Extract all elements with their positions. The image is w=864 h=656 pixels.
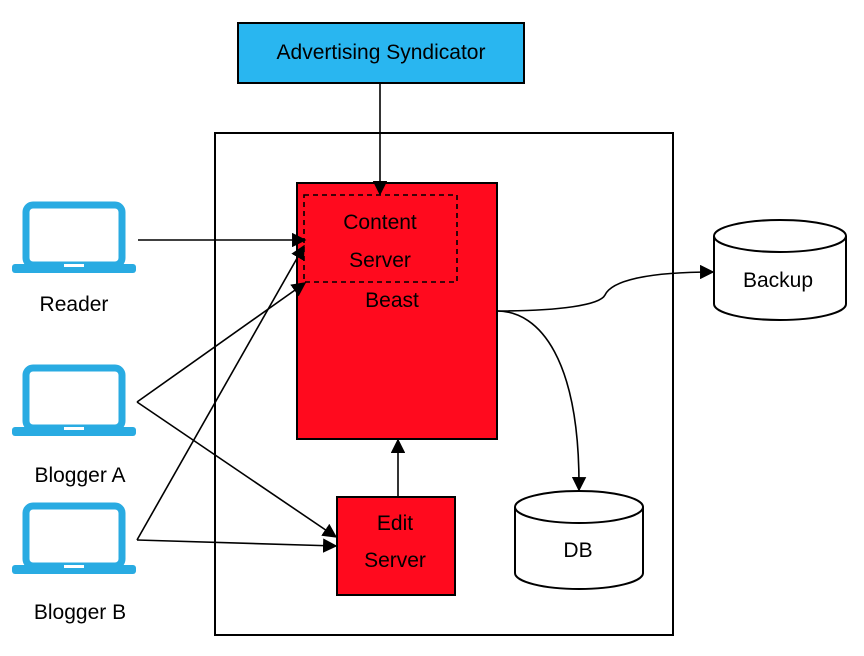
backup-label: Backup	[743, 269, 813, 292]
advertising-syndicator-box: Advertising Syndicator	[237, 22, 525, 84]
laptop-icon	[12, 506, 136, 574]
arrow-beast-to-backup	[496, 264, 715, 312]
db-label: DB	[563, 539, 592, 562]
arrow-blogger-a-to-content-server	[136, 282, 307, 403]
backup-database-icon: Backup	[713, 219, 847, 321]
content-server-label-line1: Content	[343, 211, 417, 234]
edit-server-label-line2: Server	[364, 549, 426, 572]
edit-server-label-line1: Edit	[377, 512, 413, 535]
arrow-blogger-a-to-edit-server	[136, 401, 338, 538]
blogger-b-label: Blogger B	[34, 601, 126, 624]
laptop-icon	[12, 205, 136, 273]
laptop-icon	[12, 368, 136, 436]
advertising-syndicator-label: Advertising Syndicator	[277, 41, 486, 64]
edit-server-box: Edit Server	[336, 496, 456, 596]
beast-label: Beast	[365, 289, 419, 312]
blogger-a-label: Blogger A	[34, 464, 125, 487]
reader-label: Reader	[40, 293, 109, 316]
db-database-icon: DB	[514, 490, 644, 590]
beast-box: Content Server Beast	[296, 182, 498, 440]
arrow-blogger-b-to-content-server	[136, 244, 305, 541]
arrow-beast-to-db	[496, 310, 587, 492]
arrow-blogger-b-to-edit-server	[136, 538, 338, 553]
content-server-label-line2: Server	[349, 249, 411, 272]
